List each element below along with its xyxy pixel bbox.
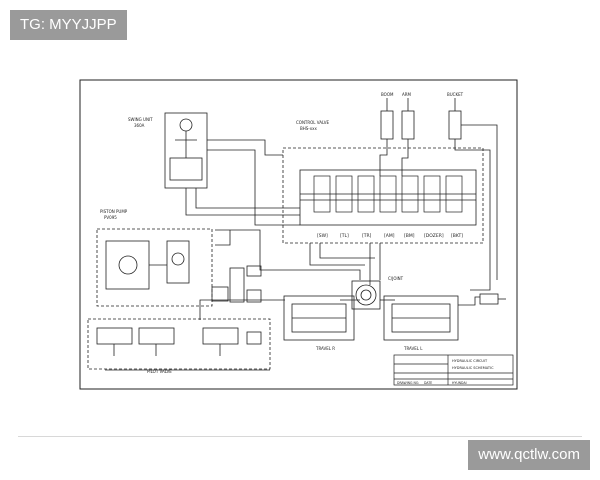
spool-label-dozer: [DOZER] <box>424 233 444 239</box>
dozer-cylinder <box>479 293 506 305</box>
piston-pump-sub: PV095 <box>104 215 117 220</box>
watermark-top-left: TG: MYYJJPP <box>10 10 127 40</box>
control-valve-label: CONTROL VALVE <box>296 120 330 125</box>
spool-label-am: [AM] <box>384 233 395 239</box>
title-block <box>393 354 514 386</box>
center-joint-label: C/JOINT <box>388 276 404 281</box>
cylinder-label-arm: ARM <box>402 92 412 97</box>
swing-unit-label: SWING UNIT <box>128 117 153 122</box>
title-block-company: HYUNDAI <box>452 381 467 385</box>
swing-unit-sub: 360A <box>134 123 145 128</box>
title-block-drawing-no: DRAWING NO. <box>397 381 419 385</box>
pump-valves <box>211 265 262 303</box>
travel-r-label: TRAVEL R <box>315 346 335 351</box>
divider-line <box>18 436 582 437</box>
drawing-frame <box>79 79 518 390</box>
travel-l-label: TRAVEL L <box>403 346 423 351</box>
title-block-date: DATE <box>424 381 432 385</box>
control-valve <box>282 147 484 244</box>
spool-label-bm: [BM] <box>404 233 415 239</box>
pilot-valve-bank <box>87 318 271 370</box>
travel-motor-left <box>383 295 459 341</box>
center-joint <box>351 280 381 310</box>
spool-label-bkt: [BKT] <box>451 233 463 239</box>
title-block-line1: HYDRAULIC CIRCUIT <box>452 359 488 363</box>
travel-motor-right <box>283 295 355 341</box>
piston-pump-label: PISTON PUMP <box>100 209 128 214</box>
hydraulic-lines <box>105 124 498 371</box>
watermark-bottom-right: www.qctlw.com <box>468 440 590 470</box>
cylinder-label-bucket: BUCKET <box>447 92 464 97</box>
control-valve-sub: BHS-xxx <box>300 126 317 131</box>
spool-label-sw: [SW] <box>317 233 328 239</box>
cylinder-label-boom: BOOM <box>381 92 394 97</box>
spool-label-tr: [TR] <box>362 233 372 239</box>
piston-pump <box>96 228 213 307</box>
title-block-line2: HYDRAULIC SCHEMATIC <box>452 366 494 370</box>
pilot-valve-label: PILOT VALVE <box>147 369 172 374</box>
spool-label-tl: [TL] <box>340 233 349 239</box>
